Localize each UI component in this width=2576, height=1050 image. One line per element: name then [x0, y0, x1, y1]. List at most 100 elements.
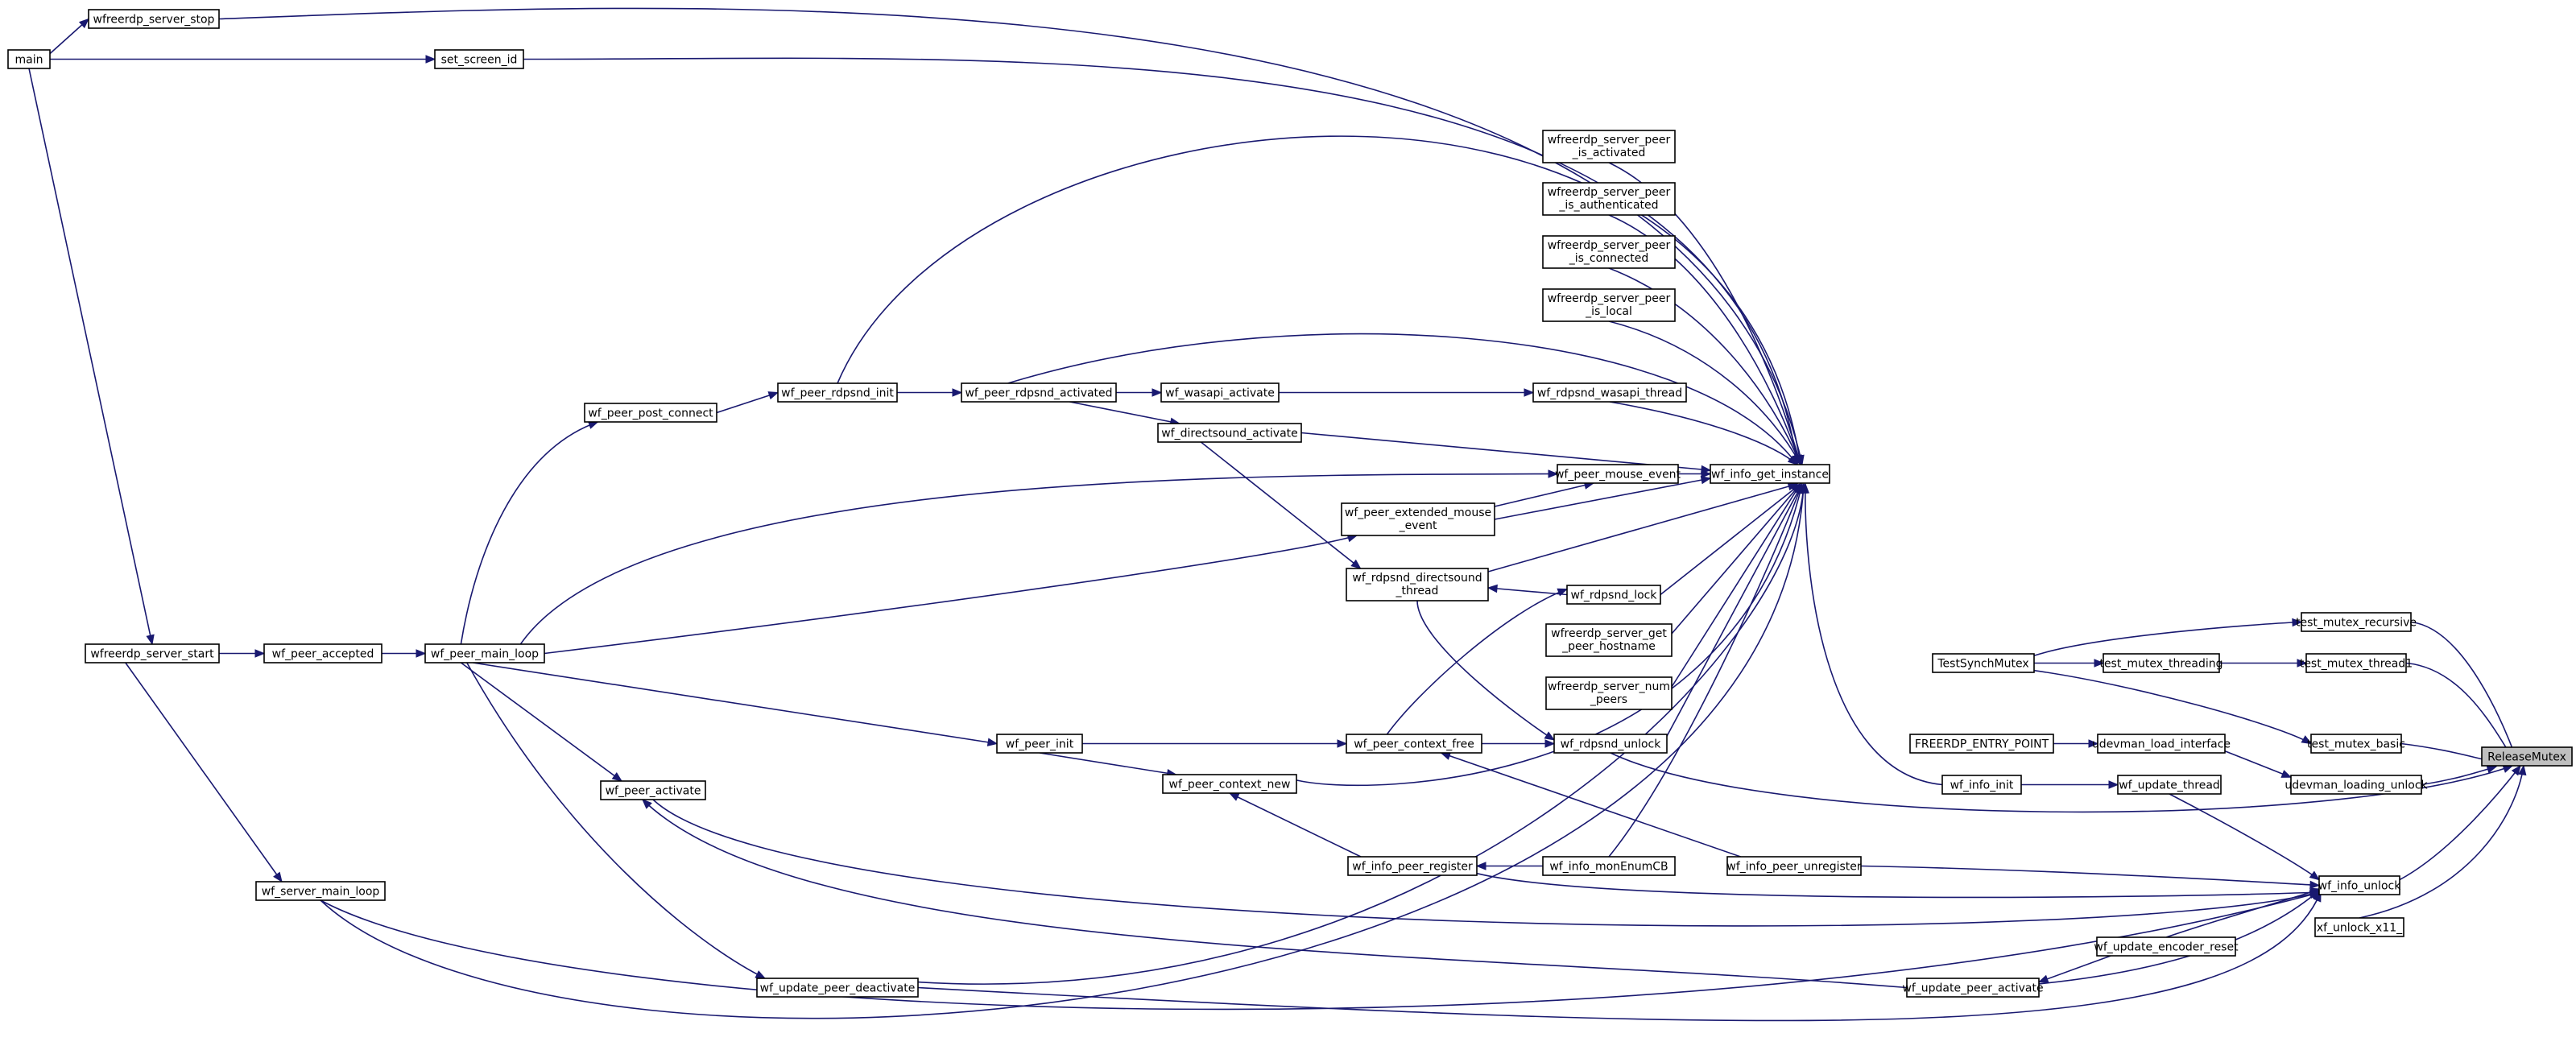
function-node-wfreerdp-server-start[interactable]: wfreerdp_server_start: [85, 643, 220, 663]
function-node-wf-info-peer-unregister[interactable]: wf_info_peer_unregister: [1726, 856, 1862, 876]
function-node-wf-peer-extended-mouse-event[interactable]: wf_peer_extended_mouse_event: [1341, 502, 1495, 536]
arrowhead-icon: [1544, 731, 1556, 741]
node-label: wf_info_monEnumCB: [1549, 861, 1668, 874]
function-node-wfreerdp-server-peer-is-authenticated[interactable]: wfreerdp_server_peer_is_authenticated: [1542, 182, 1676, 216]
function-node-wf-peer-main-loop[interactable]: wf_peer_main_loop: [424, 643, 545, 663]
function-node-wfreerdp-server-peer-is-connected[interactable]: wfreerdp_server_peer_is_connected: [1542, 235, 1676, 269]
function-node-wf-peer-context-new[interactable]: wf_peer_context_new: [1162, 774, 1297, 794]
function-node-wf-wasapi-activate[interactable]: wf_wasapi_activate: [1160, 382, 1280, 403]
function-node-wf-directsound-activate[interactable]: wf_directsound_activate: [1157, 423, 1302, 443]
function-node-wf-peer-init[interactable]: wf_peer_init: [996, 734, 1083, 754]
node-label: wfreerdp_server_peer: [1548, 186, 1671, 199]
edge-wf_rdpsnd_directsound_thread-to-wf_rdpsnd_unlock: [1416, 600, 1556, 741]
arrowhead-icon: [1337, 739, 1348, 748]
function-node-freerdp-entry-point[interactable]: FREERDP_ENTRY_POINT: [1909, 734, 2054, 754]
function-node-wfreerdp-server-get-peer-hostname[interactable]: wfreerdp_server_get_peer_hostname: [1545, 623, 1673, 657]
function-node-wf-peer-activate[interactable]: wf_peer_activate: [600, 780, 706, 800]
node-label: wf_info_unlock: [2318, 880, 2402, 893]
function-node-wf-server-main-loop[interactable]: wf_server_main_loop: [255, 881, 386, 901]
node-label: wf_info_peer_register: [1352, 861, 1473, 874]
node-label: udevman_load_interface: [2092, 738, 2231, 751]
function-node-udevman-loading-unlock[interactable]: udevman_loading_unlock: [2284, 775, 2429, 795]
function-node-wf-rdpsnd-directsound-thread[interactable]: wf_rdpsnd_directsound_thread: [1346, 568, 1489, 601]
node-box: [263, 643, 382, 663]
node-box: [2481, 746, 2573, 767]
arrowhead-icon: [78, 18, 89, 29]
arrowhead-icon: [2301, 735, 2313, 745]
node-label: test_mutex_basic: [2307, 738, 2405, 751]
node-label: _is_connected: [1569, 252, 1649, 265]
function-node-wf-update-peer-deactivate[interactable]: wf_update_peer_deactivate: [756, 978, 919, 998]
function-node-wf-info-init[interactable]: wf_info_init: [1941, 775, 2022, 795]
node-label: wf_wasapi_activate: [1165, 387, 1275, 400]
function-node-wf-info-monenumcb[interactable]: wf_info_monEnumCB: [1542, 856, 1676, 876]
edge-test_mutex_threading-to-test_mutex_thread1: [2219, 659, 2308, 668]
edge-line: [2165, 888, 2322, 938]
node-box: [1557, 464, 1679, 484]
edge-wf_peer_post_connect-to-wf_peer_rdpsnd_init: [716, 391, 779, 414]
function-node-main[interactable]: main: [7, 49, 51, 69]
arrowhead-icon: [1486, 584, 1498, 593]
function-node-set-screen-id[interactable]: set_screen_id: [434, 49, 524, 69]
edge-line: [1805, 483, 1943, 786]
function-node-wf-info-unlock[interactable]: wf_info_unlock: [2318, 875, 2402, 895]
function-node-test-mutex-thread1[interactable]: test_mutex_thread1: [2300, 653, 2413, 673]
function-node-wfreerdp-server-peer-is-local[interactable]: wfreerdp_server_peer_is_local: [1542, 288, 1676, 322]
function-node-wf-peer-rdpsnd-init[interactable]: wf_peer_rdpsnd_init: [777, 382, 898, 403]
edge-wf_update_thread-to-wf_info_unlock: [2169, 793, 2321, 881]
arrowhead-icon: [1788, 454, 1798, 466]
edge-wf_peer_main_loop-to-wf_peer_post_connect: [460, 420, 599, 645]
edge-wf_peer_accepted-to-wf_peer_main_loop: [382, 649, 427, 658]
edge-line: [2421, 766, 2497, 786]
edge-wf_rdpsnd_unlock-to-wf_info_get_instance: [1666, 482, 1803, 737]
arrowhead-icon: [2088, 739, 2099, 748]
function-node-wf-info-peer-register[interactable]: wf_info_peer_register: [1347, 856, 1478, 876]
node-box: [1162, 774, 1297, 794]
function-node-wf-peer-mouse-event[interactable]: wf_peer_mouse_event: [1555, 464, 1681, 484]
function-node-xf-unlock-x11-[interactable]: xf_unlock_x11_: [2314, 917, 2404, 937]
function-node-udevman-load-interface[interactable]: udevman_load_interface: [2092, 734, 2231, 754]
function-node-wf-rdpsnd-unlock[interactable]: wf_rdpsnd_unlock: [1553, 734, 1668, 754]
node-label: wfreerdp_server_peer: [1548, 292, 1671, 305]
arrowhead-icon: [2309, 870, 2321, 881]
function-node-test-mutex-basic[interactable]: test_mutex_basic: [2307, 734, 2405, 754]
function-node-wf-peer-context-free[interactable]: wf_peer_context_free: [1346, 734, 1482, 754]
function-node-wf-info-get-instance[interactable]: wf_info_get_instance: [1710, 464, 1830, 484]
function-node-wf-peer-rdpsnd-activated[interactable]: wf_peer_rdpsnd_activated: [961, 382, 1117, 403]
function-node-wf-rdpsnd-wasapi-thread[interactable]: wf_rdpsnd_wasapi_thread: [1532, 382, 1687, 403]
node-box: [424, 643, 545, 663]
edge-line: [1200, 441, 1362, 569]
function-node-wfreerdp-server-stop[interactable]: wfreerdp_server_stop: [88, 9, 220, 29]
edge-wf_peer_init-to-wf_peer_context_new: [1039, 752, 1177, 778]
node-box: [2290, 775, 2422, 795]
node-label: FREERDP_ENTRY_POINT: [1915, 738, 2049, 751]
node-label: wf_rdpsnd_wasapi_thread: [1537, 387, 1682, 400]
edge-wf_peer_rdpsnd_activated-to-wf_directsound_activate: [1069, 401, 1180, 426]
function-node-test-mutex-recursive[interactable]: test_mutex_recursive: [2296, 612, 2417, 632]
function-node-test-mutex-threading[interactable]: test_mutex_threading: [2099, 653, 2223, 673]
node-label: wfreerdp_server_stop: [93, 14, 215, 27]
function-node-testsynchmutex[interactable]: TestSynchMutex: [1932, 653, 2035, 673]
function-node-wf-update-encoder-reset[interactable]: wf_update_encoder_reset: [2094, 936, 2239, 957]
function-node-wf-update-peer-activate[interactable]: wf_update_peer_activate: [1902, 978, 2044, 998]
function-node-wf-peer-accepted[interactable]: wf_peer_accepted: [263, 643, 382, 663]
node-label: wf_update_peer_activate: [1902, 982, 2043, 995]
function-node-wf-rdpsnd-lock[interactable]: wf_rdpsnd_lock: [1566, 585, 1661, 605]
arrowhead-icon: [273, 871, 283, 883]
node-box: [2301, 612, 2412, 632]
node-box: [434, 49, 524, 69]
node-box: [1542, 182, 1676, 216]
node-label: wf_peer_rdpsnd_activated: [965, 387, 1112, 400]
edge-test_mutex_recursive-to-ReleaseMutex: [2410, 621, 2520, 767]
edge-main-to-wfreerdp_server_start: [28, 68, 155, 646]
edge-wfreerdp_server_start-to-wf_peer_accepted: [219, 649, 266, 658]
node-box: [1160, 382, 1280, 403]
node-box: [7, 49, 51, 69]
node-label: wf_update_encoder_reset: [2094, 941, 2239, 954]
function-node-wfreerdp-server-peer-is-activated[interactable]: wfreerdp_server_peer_is_activated: [1542, 130, 1676, 163]
function-node-wfreerdp-server-num-peers[interactable]: wfreerdp_server_num_peers: [1545, 676, 1673, 710]
function-node-wf-peer-post-connect[interactable]: wf_peer_post_connect: [584, 403, 717, 423]
function-node-wf-update-thread[interactable]: wf_update_thread: [2117, 775, 2222, 795]
edge-wf_info_monEnumCB-to-wf_info_peer_register: [1475, 862, 1543, 870]
